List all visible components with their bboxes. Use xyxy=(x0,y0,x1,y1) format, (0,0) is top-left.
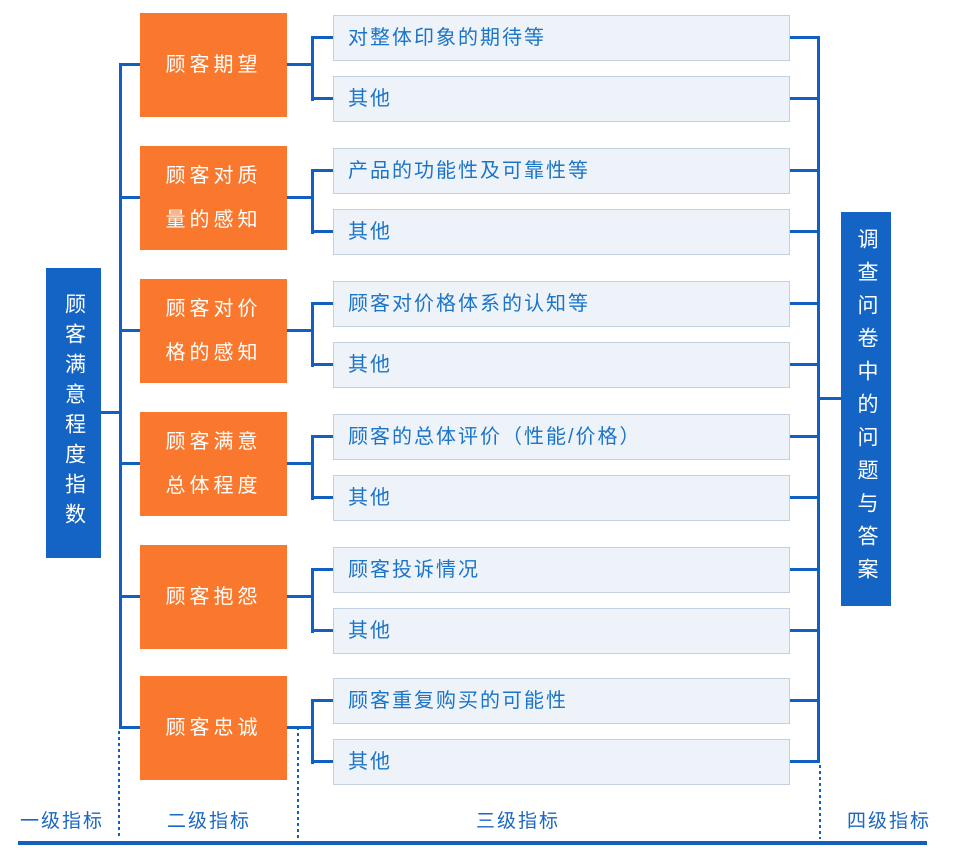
branch-line xyxy=(122,63,140,66)
stub-line xyxy=(790,699,818,702)
stub-line xyxy=(311,629,333,632)
branch-line xyxy=(287,329,311,332)
level3-item-other: 其他 xyxy=(333,76,790,122)
level3-label: 其他 xyxy=(348,751,392,773)
stub-line xyxy=(311,97,333,100)
level2-box-expectation: 顾客期望 xyxy=(140,13,287,117)
stub-line xyxy=(790,496,818,499)
branch-line xyxy=(287,462,311,465)
branch-line xyxy=(287,595,311,598)
level2-label: 总体程度 xyxy=(165,475,262,497)
divider-dotted-1 xyxy=(118,731,120,839)
level1-box: 顾客满意程度指数 xyxy=(46,268,101,558)
stub-line xyxy=(311,568,333,571)
stub-line xyxy=(311,496,333,499)
level3-label: 其他 xyxy=(348,620,392,642)
stub-line xyxy=(311,169,333,172)
left-trunk-line xyxy=(119,63,122,729)
stub-line xyxy=(790,97,818,100)
level3-item-other: 其他 xyxy=(333,608,790,654)
divider-dotted-2 xyxy=(297,727,299,839)
level3-item: 对整体印象的期待等 xyxy=(333,15,790,61)
stub-line xyxy=(311,363,333,366)
level3-item: 顾客重复购买的可能性 xyxy=(333,678,790,724)
level2-label: 顾客抱怨 xyxy=(165,586,262,608)
stub-line xyxy=(311,435,333,438)
pair-trunk-line xyxy=(311,568,314,633)
level3-item-other: 其他 xyxy=(333,209,790,255)
branch-line xyxy=(122,329,140,332)
divider-dotted-3 xyxy=(819,765,821,839)
level3-item-other: 其他 xyxy=(333,342,790,388)
stub-line xyxy=(790,169,818,172)
stub-line xyxy=(790,363,818,366)
stub-line xyxy=(790,230,818,233)
level1-label: 顾客满意程度指数 xyxy=(62,293,86,533)
stub-line xyxy=(790,568,818,571)
axis-bar xyxy=(18,841,927,845)
stub-line xyxy=(790,629,818,632)
level1-connector-line xyxy=(101,411,122,414)
level3-item: 顾客投诉情况 xyxy=(333,547,790,593)
level3-label: 顾客投诉情况 xyxy=(348,559,480,581)
level4-connector-line xyxy=(817,397,841,400)
stub-line xyxy=(790,302,818,305)
level3-item-other: 其他 xyxy=(333,739,790,785)
pair-trunk-line xyxy=(311,169,314,234)
level3-label: 对整体印象的期待等 xyxy=(348,27,546,49)
level2-box-loyalty: 顾客忠诚 xyxy=(140,676,287,780)
level2-label: 顾客忠诚 xyxy=(165,717,262,739)
level3-label: 其他 xyxy=(348,487,392,509)
stub-line xyxy=(790,760,818,763)
level3-item: 产品的功能性及可靠性等 xyxy=(333,148,790,194)
level2-label: 顾客对质 xyxy=(165,165,262,187)
level2-box-price: 顾客对价 格的感知 xyxy=(140,279,287,383)
branch-line xyxy=(287,196,311,199)
footer-label-level3: 三级指标 xyxy=(475,811,561,832)
stub-line xyxy=(311,760,333,763)
footer-label-level2: 二级指标 xyxy=(166,811,252,832)
level3-label: 其他 xyxy=(348,354,392,376)
level3-label: 顾客对价格体系的认知等 xyxy=(348,293,590,315)
pair-trunk-line xyxy=(311,36,314,101)
branch-line xyxy=(287,63,311,66)
stub-line xyxy=(311,36,333,39)
stub-line xyxy=(311,230,333,233)
pair-trunk-line xyxy=(311,302,314,367)
stub-line xyxy=(311,699,333,702)
level2-label: 量的感知 xyxy=(165,209,262,231)
level2-box-overall: 顾客满意 总体程度 xyxy=(140,412,287,516)
level3-label: 产品的功能性及可靠性等 xyxy=(348,160,590,182)
branch-line xyxy=(122,726,140,729)
level3-item: 顾客对价格体系的认知等 xyxy=(333,281,790,327)
branch-line xyxy=(122,462,140,465)
stub-line xyxy=(790,435,818,438)
level3-item: 顾客的总体评价（性能/价格） xyxy=(333,414,790,460)
pair-trunk-line xyxy=(311,699,314,764)
branch-line xyxy=(122,595,140,598)
level3-label: 其他 xyxy=(348,221,392,243)
level2-label: 顾客满意 xyxy=(165,431,262,453)
level2-label: 顾客期望 xyxy=(165,54,262,76)
pair-trunk-line xyxy=(311,435,314,500)
stub-line xyxy=(790,36,818,39)
level4-label: 调查问卷中的问题与答案 xyxy=(855,227,878,591)
branch-line xyxy=(122,196,140,199)
branch-line xyxy=(287,726,311,729)
footer-label-level4: 四级指标 xyxy=(846,811,932,832)
level3-label: 顾客重复购买的可能性 xyxy=(348,690,568,712)
level3-label: 顾客的总体评价（性能/价格） xyxy=(348,426,642,448)
stub-line xyxy=(311,302,333,305)
level3-label: 其他 xyxy=(348,88,392,110)
level2-label: 顾客对价 xyxy=(165,298,262,320)
footer-label-level1: 一级指标 xyxy=(19,811,105,832)
level2-box-quality: 顾客对质 量的感知 xyxy=(140,146,287,250)
level4-box: 调查问卷中的问题与答案 xyxy=(841,212,891,606)
level2-box-complaint: 顾客抱怨 xyxy=(140,545,287,649)
level2-label: 格的感知 xyxy=(165,342,262,364)
level3-item-other: 其他 xyxy=(333,475,790,521)
